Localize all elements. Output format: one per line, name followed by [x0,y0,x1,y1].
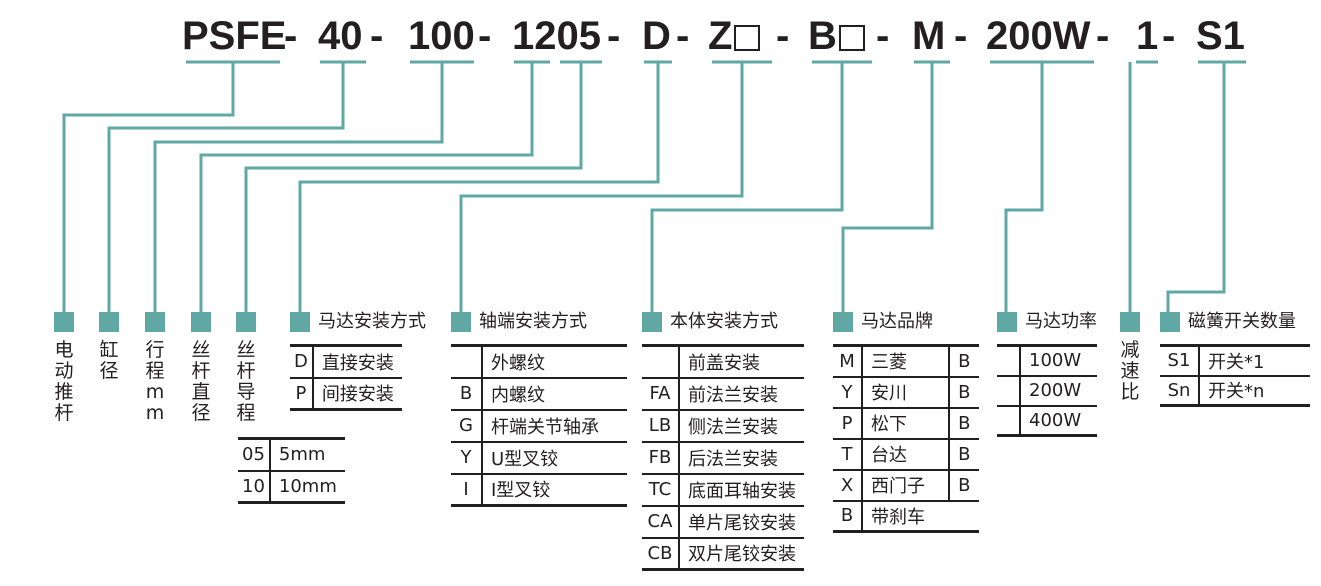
code-dash: - [370,14,384,58]
code-stroke: 100 [408,14,475,58]
code-brand: M [912,14,946,58]
body-mount-title: 本体安装方式 [670,311,778,332]
marker-square [997,312,1017,332]
marker-square [99,312,119,332]
label-stroke: 行程mm [145,339,165,424]
table-row: 外螺纹 [451,344,627,379]
label-actuator: 电动推杆 [54,339,74,424]
marker-square [54,312,74,332]
code-motor-mount: D [642,14,671,58]
placeholder-box-icon [734,25,761,51]
switches-title: 磁簧开关数量 [1188,311,1296,332]
marker-square [833,312,853,332]
marker-square [290,312,310,332]
code-power: 200W [986,14,1091,58]
table-row: 100W [997,344,1097,377]
code-dash: - [776,14,790,58]
code-series: PSFE [182,14,287,58]
label-screw-lead: 丝杆导程 [236,339,256,424]
code-dash: - [284,14,298,58]
code-dash: - [1096,14,1110,58]
code-dash: - [954,14,968,58]
code-dash: - [876,14,890,58]
code-dash: - [607,14,621,58]
code-switch: S1 [1196,14,1245,58]
marker-square [1160,312,1180,332]
code-dash: - [478,14,492,58]
shaft-mount-title: 轴端安装方式 [479,311,587,332]
code-body-mount: B [808,12,865,60]
placeholder-box-icon [838,25,865,51]
table-row: 前盖安装 [642,344,804,379]
code-ratio: 1 [1136,14,1159,58]
motor-brand-title: 马达品牌 [861,311,933,332]
label-screw-diameter: 丝杆直径 [191,339,211,424]
marker-square [191,312,211,332]
motor-power-title: 马达功率 [1025,311,1097,332]
label-reduction: 减速比 [1120,339,1140,403]
model-code: PSFE - 40 - 100 - 1205 - D - Z - B - M -… [0,0,1321,70]
code-dash: - [676,14,690,58]
code-bore: 40 [318,14,363,58]
motor-mount-title: 马达安装方式 [318,311,426,332]
motor-power-table: 100W 200W 400W [997,344,1097,437]
code-screw: 1205 [512,14,601,58]
marker-square [642,312,662,332]
marker-square [236,312,256,332]
code-dash: - [1162,14,1176,58]
table-row: 200W [997,375,1097,407]
marker-square [451,312,471,332]
table-row: 400W [997,405,1097,437]
code-shaft-mount: Z [708,12,761,60]
marker-square [145,312,165,332]
label-bore: 缸径 [99,339,119,382]
marker-square [1120,312,1140,332]
